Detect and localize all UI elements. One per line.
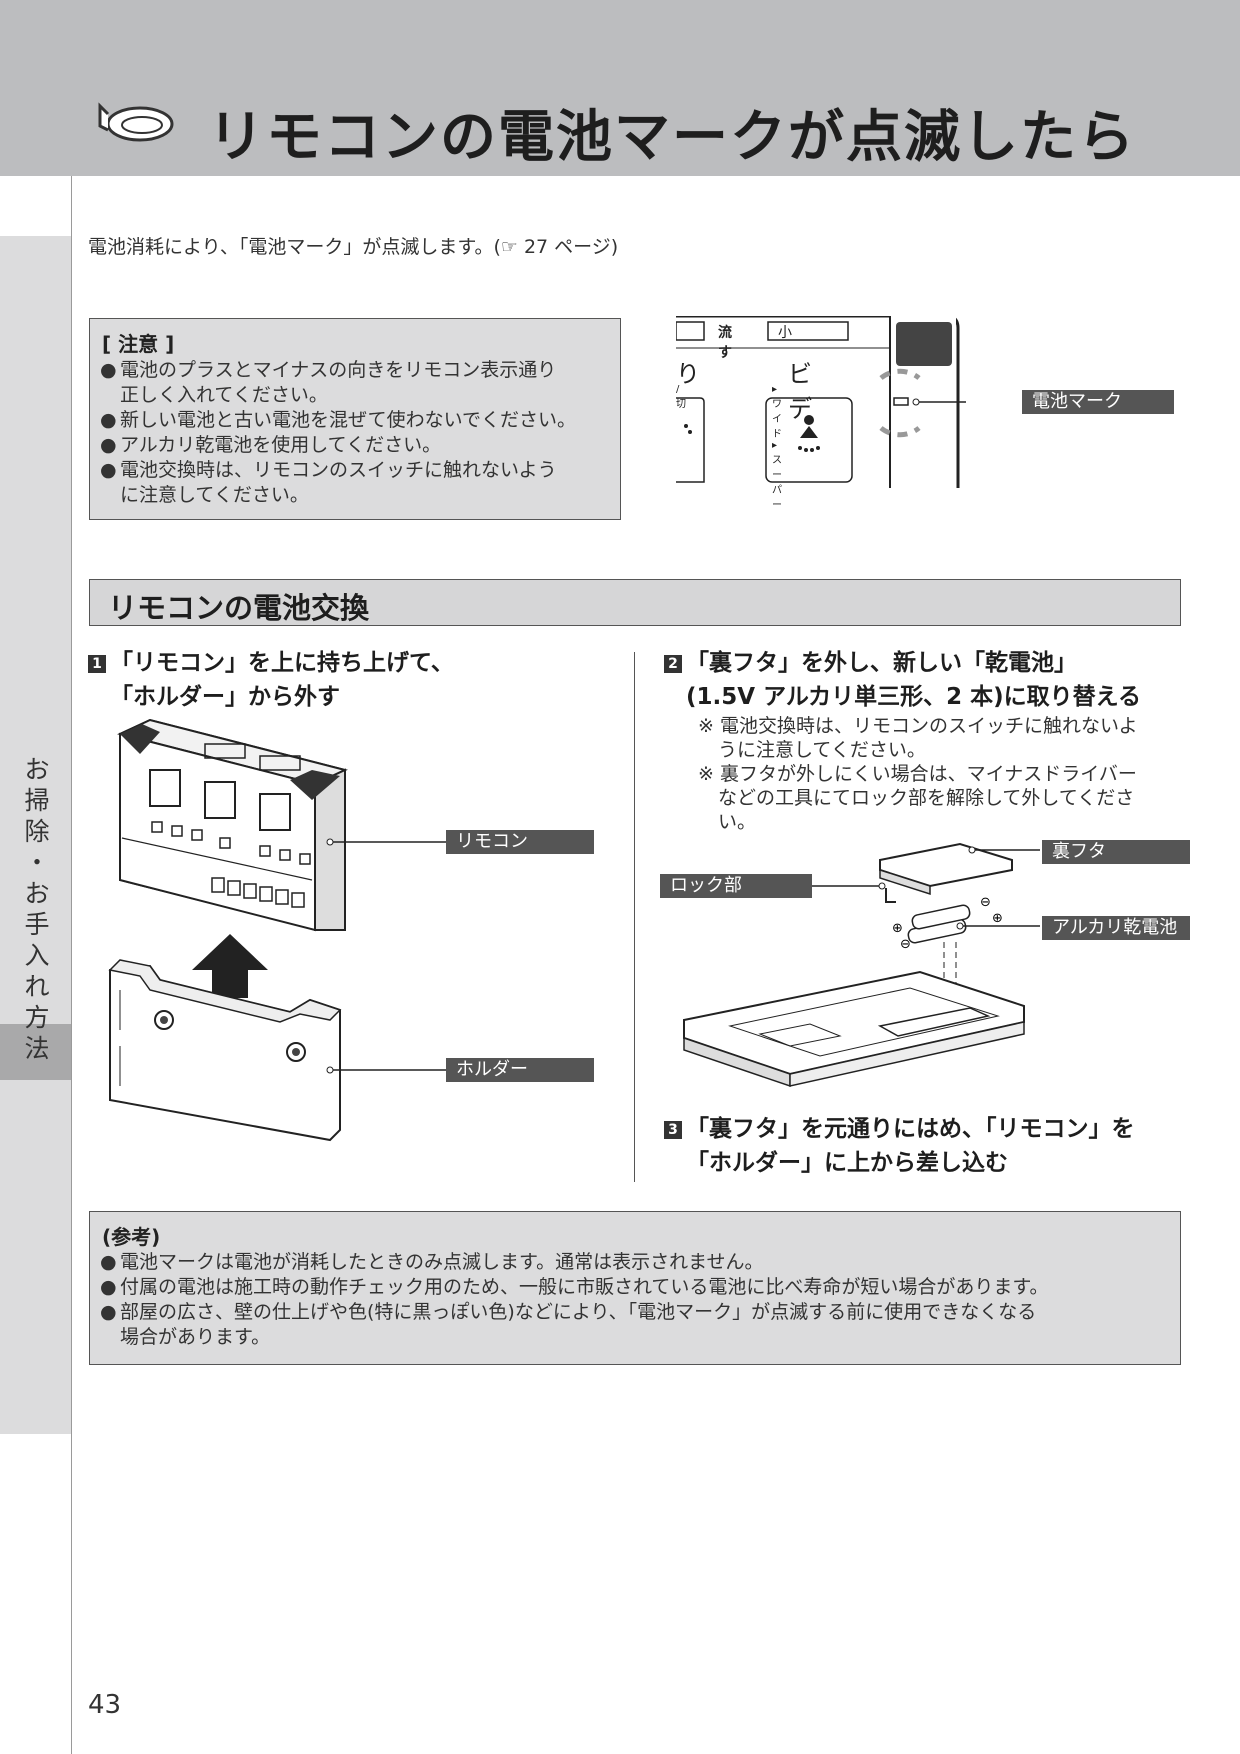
side-tab-label: お掃除・お手入れ方法 bbox=[24, 755, 50, 1063]
remote-holder-illustration bbox=[108, 718, 520, 1142]
column-divider bbox=[634, 652, 635, 1182]
battery-callout: アルカリ乾電池 bbox=[1042, 916, 1190, 940]
back-cover-callout: 裏フタ bbox=[1042, 840, 1190, 864]
section-bar bbox=[89, 579, 1181, 626]
intro-text: 電池消耗により、「電池マーク」が点滅します。(☞ 27 ページ) bbox=[88, 236, 619, 258]
page-number: 43 bbox=[88, 1690, 122, 1720]
side-tab bbox=[0, 236, 71, 1434]
caution-item: ●電池のプラスとマイナスの向きをリモコン表示通り bbox=[100, 359, 557, 381]
step3-heading: 3「裏フタ」を元通りにはめ、「リモコン」を 「ホルダー」に上から差し込む bbox=[664, 1112, 1135, 1180]
left-margin-rule bbox=[71, 176, 72, 1754]
step3-number: 3 bbox=[664, 1121, 682, 1139]
step2-heading: 2「裏フタ」を外し、新しい「乾電池」 (1.5V アルカリ単三形、2 本)に取り… bbox=[664, 646, 1141, 714]
svg-text:⊕: ⊕ bbox=[992, 911, 1003, 926]
caution-item: ●電池交換時は、リモコンのスイッチに触れないよう bbox=[100, 459, 557, 481]
step1-number: 1 bbox=[88, 655, 106, 673]
caution-item: ●新しい電池と古い電池を混ぜて使わないでください。 bbox=[100, 409, 577, 431]
battery-replacement-illustration: ⊕ ⊖ ⊖ ⊕ bbox=[683, 842, 1040, 1088]
caution-box bbox=[89, 318, 621, 520]
page-title: リモコンの電池マークが点滅したら bbox=[208, 105, 1136, 170]
header-band bbox=[0, 0, 1240, 176]
caution-title: [ 注意 ] bbox=[102, 332, 175, 356]
caution-list: ●電池のプラスとマイナスの向きをリモコン表示通り 正しく入れてください。 ●新し… bbox=[100, 359, 577, 506]
battery-mark-callout: 電池マーク bbox=[1022, 390, 1174, 414]
caution-item: ●アルカリ乾電池を使用してください。 bbox=[100, 434, 442, 456]
reference-item: ●電池マークは電池が消耗したときのみ点滅します。通常は表示されません。 bbox=[100, 1251, 764, 1273]
svg-text:⊕: ⊕ bbox=[892, 921, 903, 936]
step1-heading: 1「リモコン」を上に持ち上げて、 「ホルダー」から外す bbox=[88, 646, 454, 714]
remote-display-illustration bbox=[676, 316, 966, 488]
reference-title: (参考) bbox=[102, 1225, 161, 1249]
holder-callout: ホルダー bbox=[446, 1058, 594, 1082]
lock-callout: ロック部 bbox=[660, 874, 812, 898]
reference-list: ●電池マークは電池が消耗したときのみ点滅します。通常は表示されません。 ●付属の… bbox=[100, 1251, 1049, 1348]
side-tab-active-marker bbox=[0, 1024, 71, 1080]
step2-number: 2 bbox=[664, 655, 682, 673]
remote-callout: リモコン bbox=[446, 830, 594, 854]
toilet-seat-icon bbox=[98, 102, 174, 142]
step2-notes: ※ 電池交換時は、リモコンのスイッチに触れないよ うに注意してください。 ※ 裏… bbox=[698, 715, 1138, 833]
reference-box bbox=[89, 1211, 1181, 1365]
svg-text:⊖: ⊖ bbox=[980, 895, 991, 910]
section-title: リモコンの電池交換 bbox=[108, 591, 370, 625]
svg-text:⊖: ⊖ bbox=[900, 937, 911, 952]
reference-item: ●付属の電池は施工時の動作チェック用のため、一般に市販されている電池に比べ寿命が… bbox=[100, 1276, 1049, 1298]
reference-item: ●部屋の広さ、壁の仕上げや色(特に黒っぽい色)などにより、「電池マーク」が点滅す… bbox=[100, 1301, 1037, 1323]
